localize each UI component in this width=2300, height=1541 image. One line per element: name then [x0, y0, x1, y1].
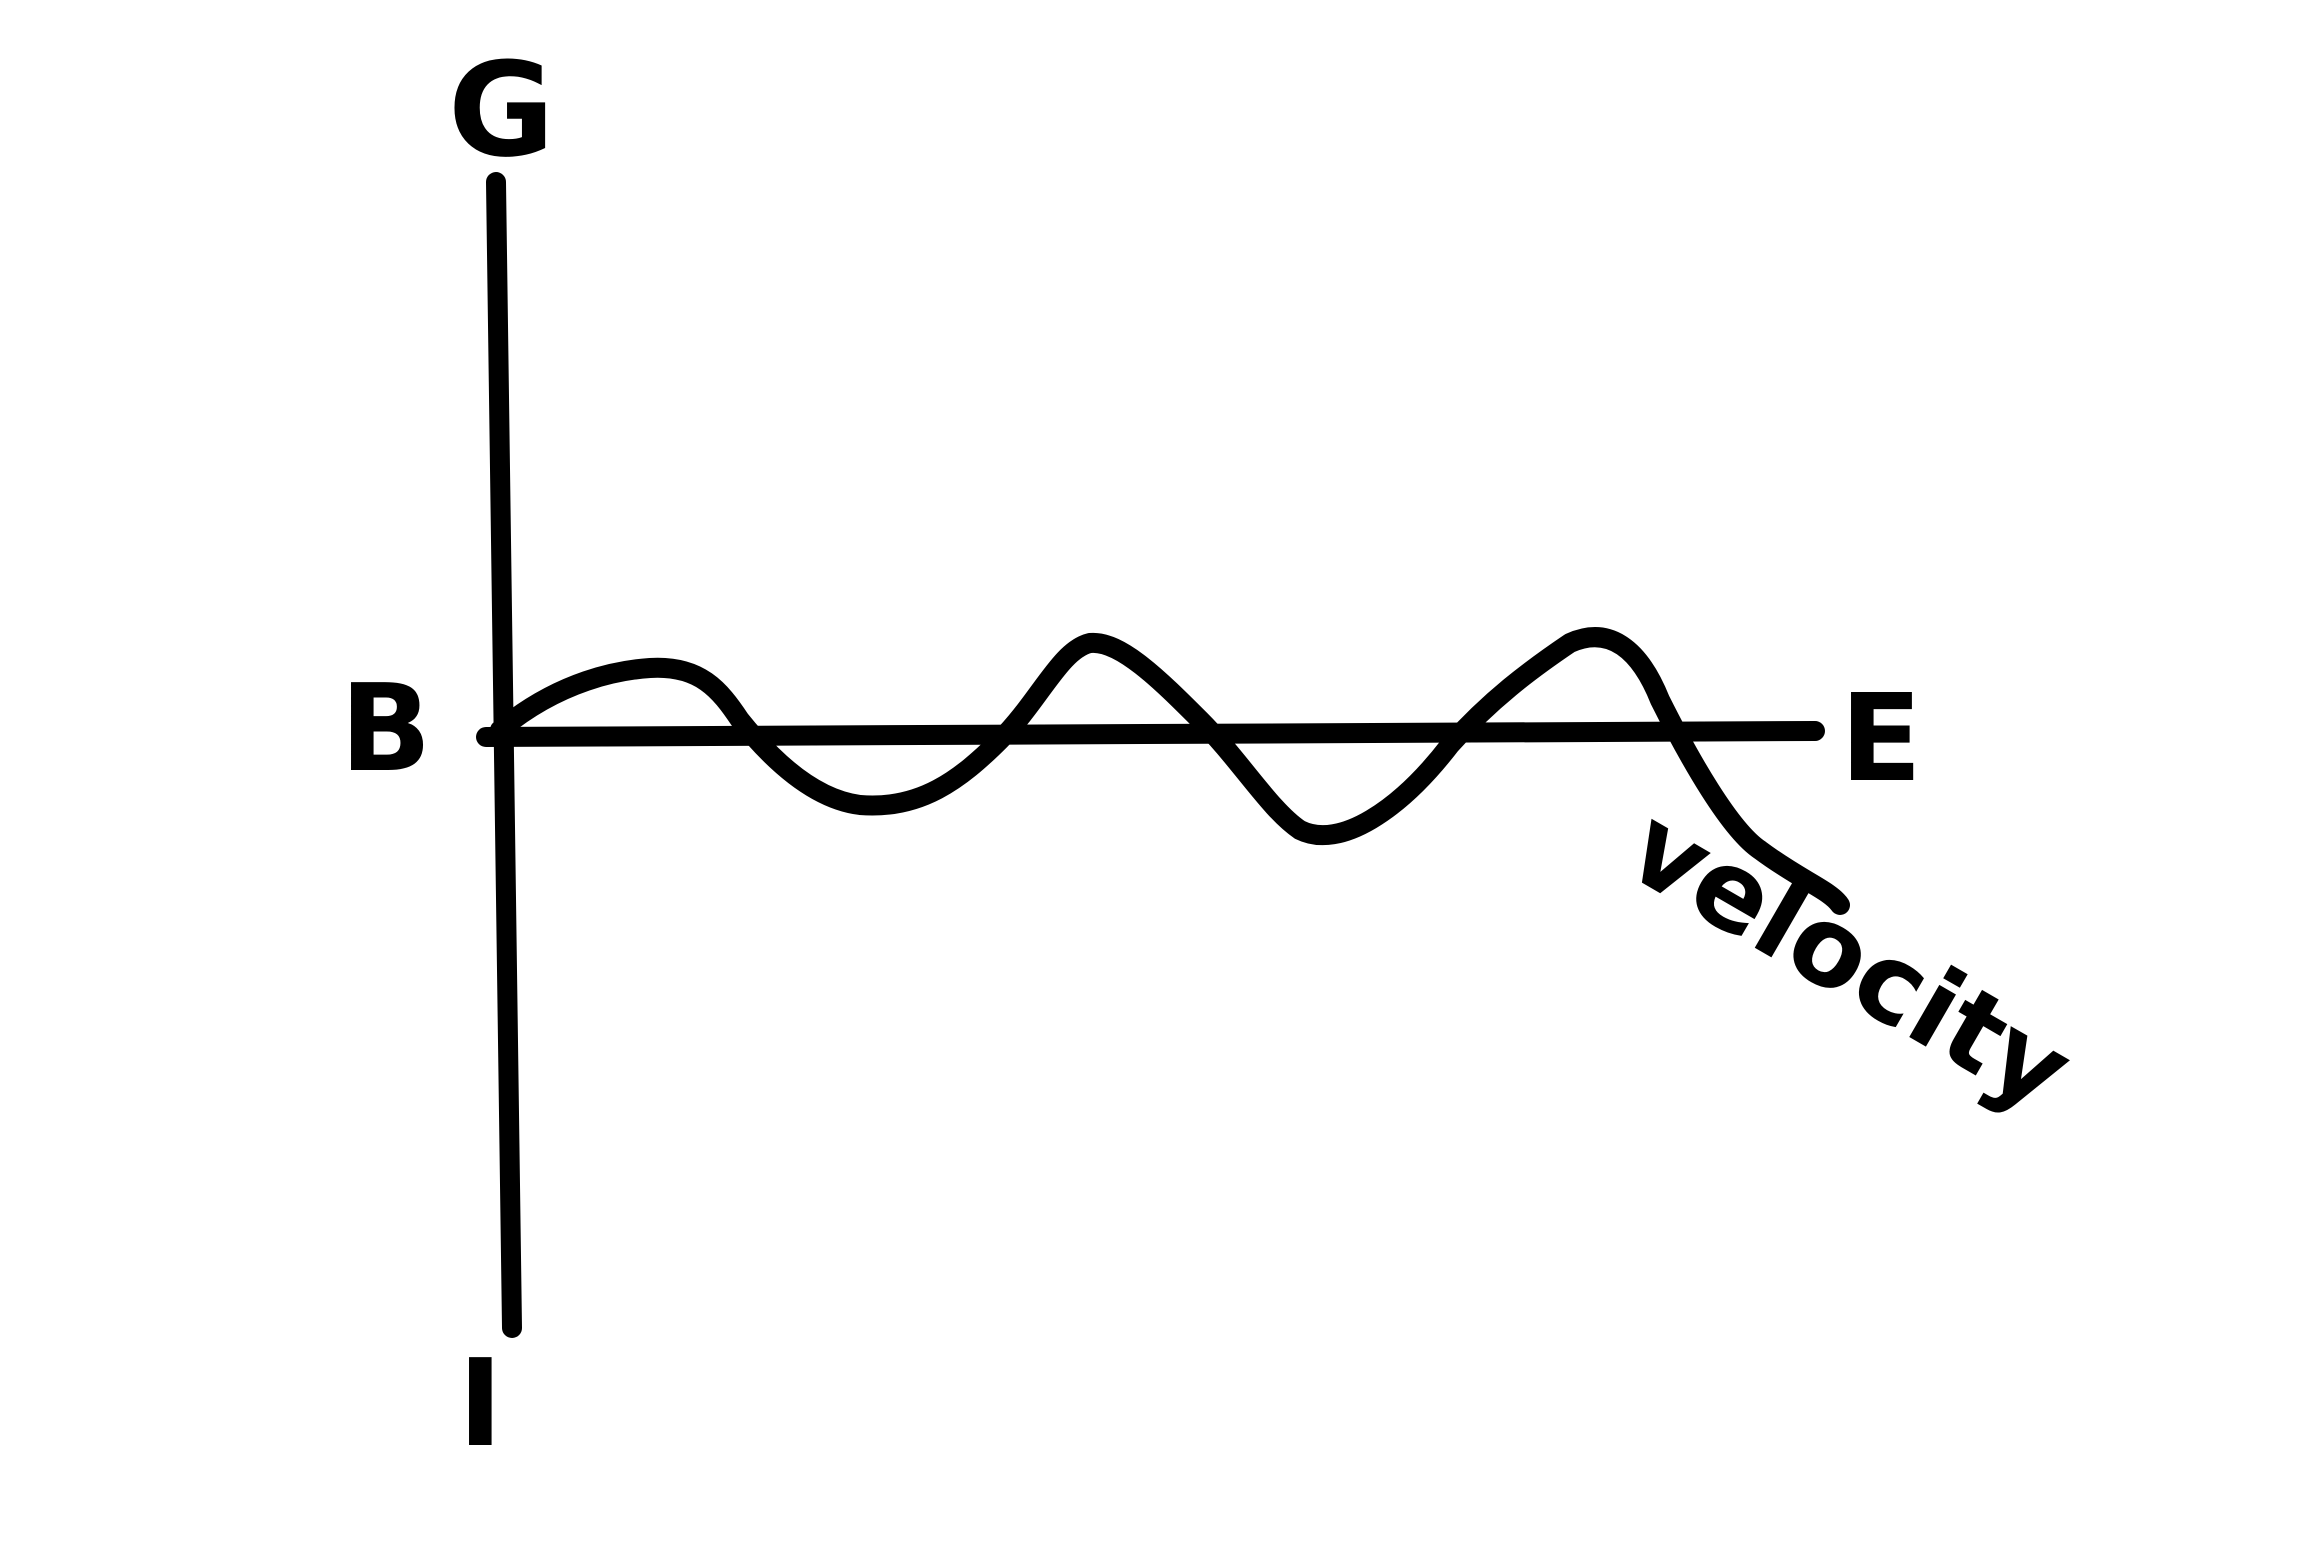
label-bottom: I: [458, 1335, 503, 1474]
vertical-axis: [486, 172, 522, 1338]
velocity-wave: [490, 627, 1850, 915]
horizontal-axis: [476, 721, 1825, 747]
label-wave: velocity: [1607, 782, 2093, 1136]
label-top: G: [448, 34, 555, 186]
label-right: E: [1840, 670, 1922, 809]
label-left: B: [340, 660, 431, 799]
